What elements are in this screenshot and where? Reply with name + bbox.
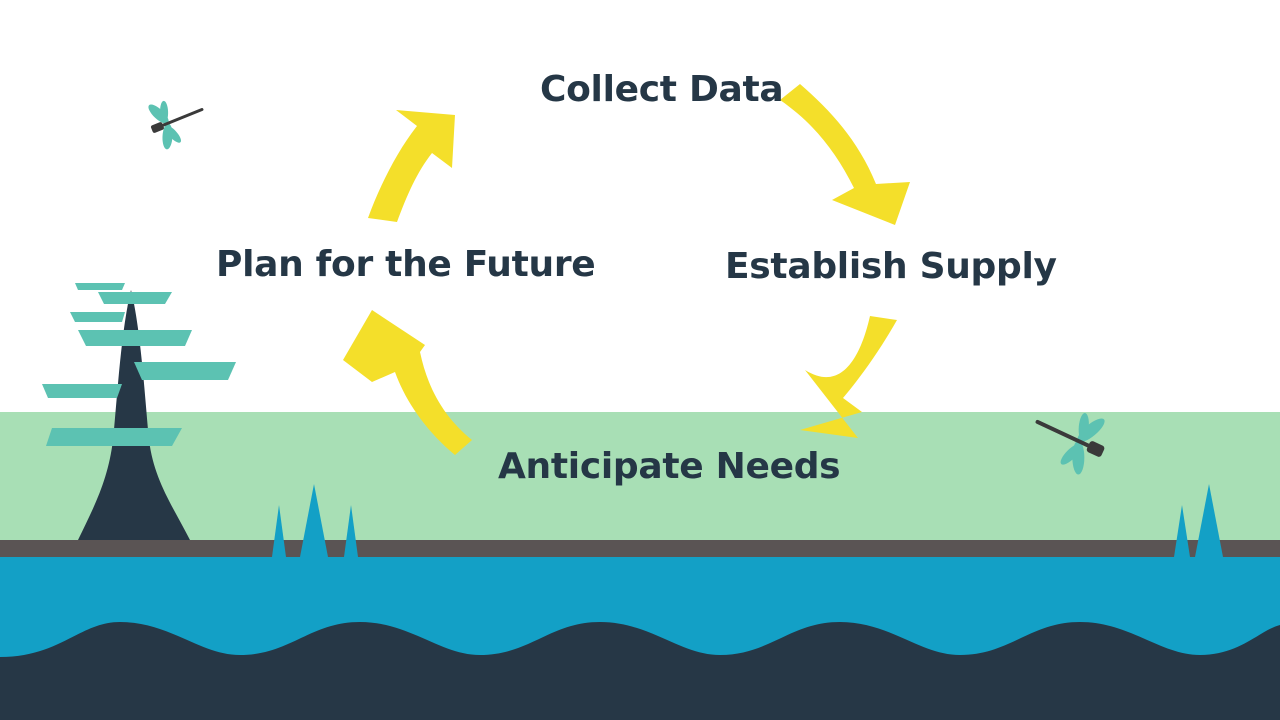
- step-collect-data: Collect Data: [540, 68, 784, 112]
- step-collect-plain: Collect: [540, 69, 689, 110]
- reed-icon: [272, 484, 358, 557]
- cycle-arrow-icon: [343, 310, 472, 455]
- dragonfly-icon: [1035, 412, 1105, 475]
- cycle-arrow-icon: [800, 316, 897, 438]
- cycle-arrow-icon: [368, 110, 455, 222]
- cypress-tree-icon: [42, 283, 236, 540]
- dragonfly-icon: [148, 100, 204, 150]
- step-establish-supply: Establish Supply: [725, 245, 1057, 289]
- cycle-arrow-icon: [780, 84, 910, 225]
- step-supply-plain: Establish: [725, 246, 920, 287]
- step-supply-bold: Supply: [919, 246, 1057, 287]
- soil-line: [0, 540, 1280, 557]
- step-plan-future: Plan for the Future: [216, 243, 596, 287]
- step-plan-plain: for the Future: [303, 244, 596, 285]
- step-needs-plain: Anticipate: [498, 446, 716, 487]
- step-collect-bold: Data: [688, 69, 784, 110]
- deep-water-waves: [0, 622, 1280, 720]
- step-plan-bold: Plan: [216, 244, 304, 285]
- reed-icon: [1174, 484, 1223, 557]
- step-anticipate-needs: Anticipate Needs: [498, 445, 841, 489]
- step-needs-bold: Needs: [715, 446, 841, 487]
